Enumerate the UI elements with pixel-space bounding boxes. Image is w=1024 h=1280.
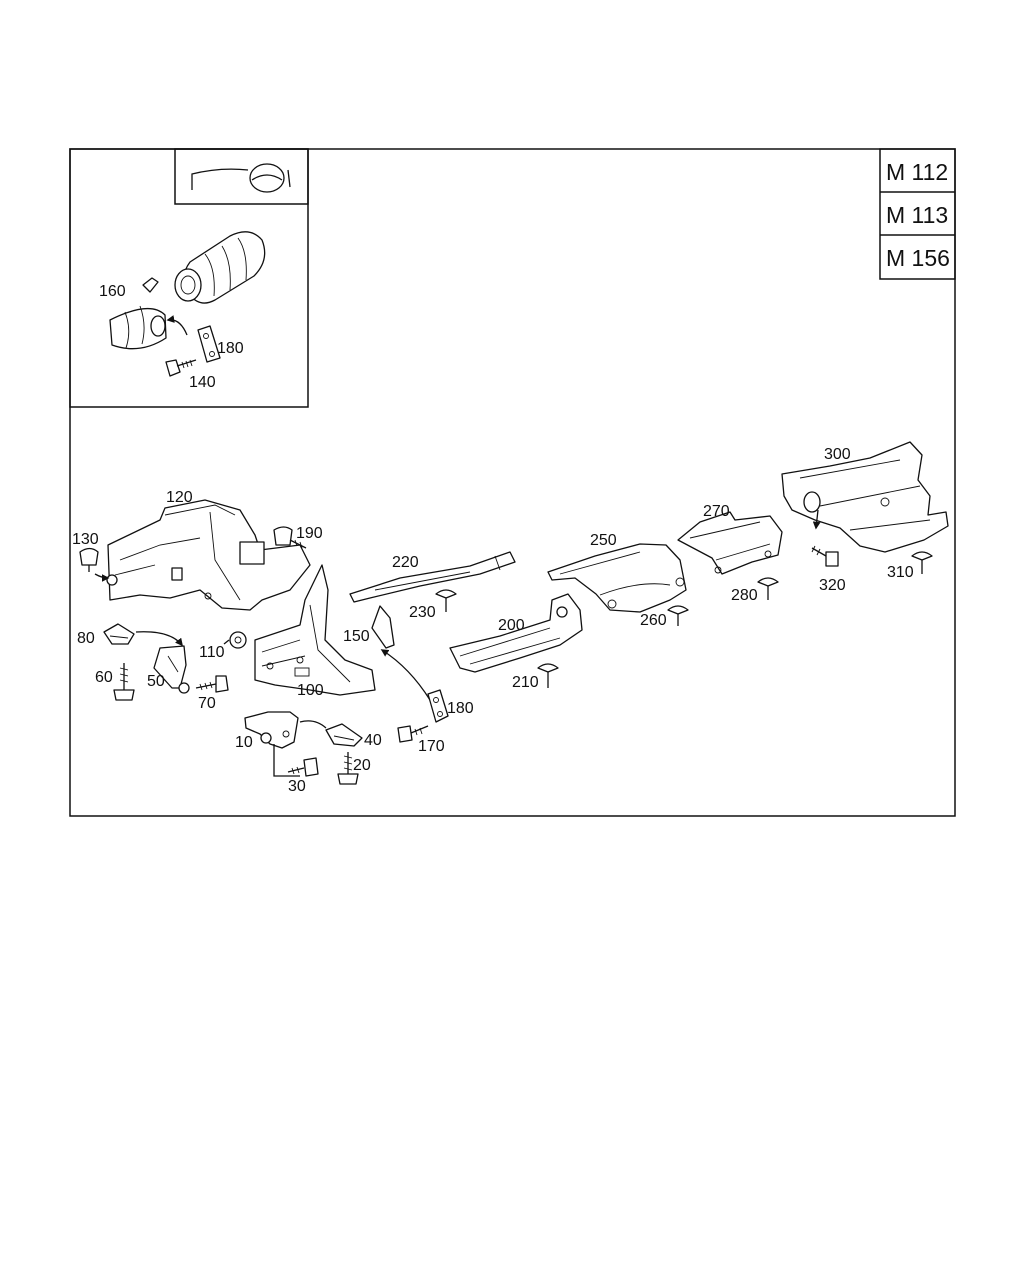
model-m156: M 156	[886, 245, 950, 271]
rivet-130	[79, 547, 110, 582]
callout-310: 310	[887, 564, 914, 581]
callout-190: 190	[296, 525, 323, 542]
callout-10: 10	[235, 734, 253, 751]
callout-250: 250	[590, 532, 617, 549]
bolt-70	[195, 675, 229, 693]
callout-150: 150	[343, 628, 370, 645]
heat-shield-120	[106, 499, 311, 611]
heat-shield-200	[449, 593, 583, 673]
callout-140: 140	[189, 374, 216, 391]
steering-wheel-icon	[191, 163, 291, 193]
heat-shield-270	[677, 511, 783, 575]
bolt-170	[397, 725, 429, 743]
diagram-border	[69, 148, 956, 817]
symbol-box	[174, 148, 309, 205]
inset-panel: 160 180 140	[69, 148, 309, 408]
callout-180: 180	[447, 700, 474, 717]
callout-20: 20	[353, 757, 371, 774]
callout-80: 80	[77, 630, 95, 647]
clip-nut-40	[325, 723, 363, 747]
heat-shield-220	[349, 551, 516, 603]
callout-320: 320	[819, 577, 846, 594]
rivet-230	[435, 589, 457, 612]
model-m113: M 113	[886, 202, 948, 228]
heat-shield-250	[547, 543, 687, 613]
clip-nut-icon	[103, 623, 183, 647]
exhaust-pipe-icon	[109, 231, 266, 350]
bracket-10	[244, 711, 327, 777]
callout-110: 110	[199, 644, 225, 661]
callout-50: 50	[147, 673, 165, 690]
callout-200: 200	[498, 617, 525, 634]
rivet-210	[537, 663, 559, 688]
bracket-180-inset	[197, 325, 221, 363]
callout-260: 260	[640, 612, 667, 629]
bolt-320	[811, 509, 839, 567]
callout-210: 210	[512, 674, 539, 691]
rivet-260	[667, 605, 689, 626]
model-table: M 112 M 113 M 156	[879, 148, 956, 280]
shield-150	[371, 605, 431, 701]
callout-280: 280	[731, 587, 758, 604]
heat-shield-300	[781, 441, 949, 553]
callout-60: 60	[95, 669, 113, 686]
callout-220: 220	[392, 554, 419, 571]
callout-300: 300	[824, 446, 851, 463]
bolt-30	[287, 757, 319, 777]
model-m112: M 112	[886, 159, 948, 185]
callout-160: 160	[99, 283, 126, 300]
callout-100: 100	[297, 682, 324, 699]
bolt-20	[337, 752, 359, 785]
bolt-60	[113, 663, 135, 701]
callout-40: 40	[364, 732, 382, 749]
rivet-110	[223, 631, 247, 649]
heat-shield-100	[254, 564, 376, 696]
callout-180-inset: 180	[217, 340, 244, 357]
callouts: 120 130 190 220 230 250 270 300 320 310 …	[72, 446, 914, 795]
callout-230: 230	[409, 604, 436, 621]
callout-30: 30	[288, 778, 306, 795]
callout-120: 120	[166, 489, 193, 506]
bolt-icon	[165, 359, 197, 377]
bracket-180	[427, 689, 449, 723]
bracket-50	[153, 645, 190, 694]
rivet-280	[757, 577, 779, 600]
rivet-310	[911, 551, 933, 574]
callout-170: 170	[418, 738, 445, 755]
callout-130: 130	[72, 531, 99, 548]
arrow-icon	[166, 315, 188, 336]
callout-270: 270	[703, 503, 730, 520]
callout-70: 70	[198, 695, 216, 712]
rivet-190	[273, 526, 307, 549]
